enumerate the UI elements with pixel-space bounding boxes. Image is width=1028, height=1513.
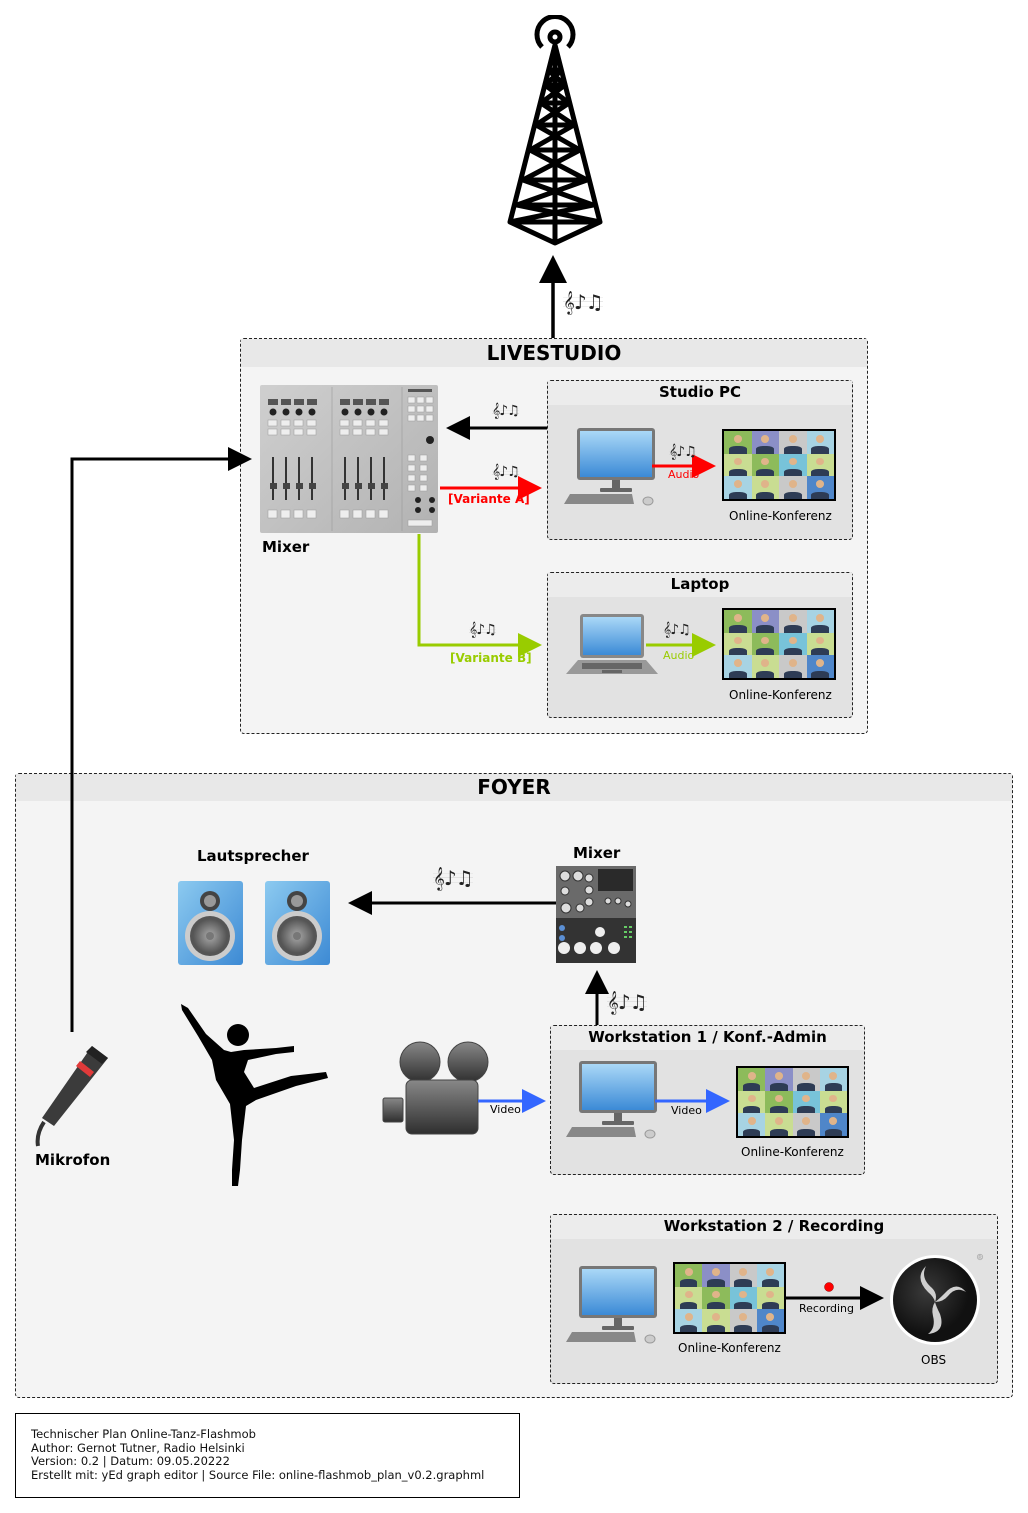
- title-block: Technischer Plan Online-Tanz-Flashmob Au…: [15, 1413, 520, 1498]
- studio-pc-conference-label: Online-Konferenz: [729, 509, 832, 523]
- recording-label: Recording: [799, 1302, 855, 1315]
- foyer-mixer-icon: [556, 866, 636, 963]
- speaker-right-icon: [265, 881, 330, 965]
- workstation2-title: Workstation 2 / Recording: [551, 1215, 997, 1239]
- music-notes-icon: 𝄞♪♫: [492, 403, 520, 419]
- workstation1-desktop-icon: [566, 1061, 657, 1139]
- obs-logo-icon: ®: [890, 1253, 984, 1345]
- workstation2-conference-label: Online-Konferenz: [678, 1341, 781, 1355]
- foyer-title: FOYER: [16, 774, 1012, 801]
- speaker-left-icon: [178, 881, 243, 965]
- music-notes-icon: 𝄞♪♫: [663, 622, 691, 638]
- studio-pc-audio-label: Audio: [668, 468, 700, 481]
- music-notes-icon: 𝄞♪♫: [563, 290, 604, 314]
- laptop-audio-label: Audio: [663, 649, 695, 662]
- title-block-line: Technischer Plan Online-Tanz-Flashmob: [31, 1427, 256, 1441]
- workstation1-video-label: Video: [671, 1104, 702, 1117]
- music-notes-icon: 𝄞♪♫: [492, 464, 520, 480]
- radio-tower-icon: [507, 15, 603, 246]
- speakers-label: Lautsprecher: [197, 847, 309, 865]
- workstation1-conference-label: Online-Konferenz: [741, 1145, 844, 1159]
- studio-pc-title: Studio PC: [548, 381, 852, 405]
- music-notes-icon: 𝄞♪♫: [469, 622, 497, 638]
- laptop-conference-image: [722, 608, 836, 680]
- variant-a-label: [Variante A]: [448, 492, 530, 506]
- studio-mixer-label: Mixer: [262, 538, 310, 556]
- title-block-line: Version: 0.2 | Datum: 09.05.20222: [31, 1454, 230, 1468]
- title-block-line: Author: Gernot Tutner, Radio Helsinki: [31, 1440, 245, 1455]
- studio-mixer-icon: [260, 385, 438, 533]
- workstation1-title: Workstation 1 / Konf.-Admin: [551, 1026, 864, 1050]
- livestudio-title: LIVESTUDIO: [241, 339, 867, 367]
- laptop-title: Laptop: [548, 573, 852, 597]
- video-camera-icon: [382, 1041, 489, 1135]
- music-notes-icon: 𝄞♪♫: [433, 866, 474, 890]
- workstation2-conference-image: [673, 1262, 786, 1334]
- music-notes-icon: 𝄞♪♫: [607, 990, 648, 1014]
- microphone-label: Mikrofon: [35, 1151, 111, 1169]
- music-notes-icon: 𝄞♪♫: [669, 444, 697, 460]
- foyer-mixer-label: Mixer: [573, 844, 621, 862]
- workstation2-desktop-icon: [566, 1266, 657, 1344]
- microphone-icon: [35, 1046, 108, 1147]
- workstation1-conference-image: [736, 1066, 849, 1138]
- title-block-line: Erstellt mit: yEd graph editor | Source …: [31, 1467, 485, 1482]
- laptop-conference-label: Online-Konferenz: [729, 688, 832, 702]
- studio-pc-desktop-icon: [564, 428, 655, 506]
- dancer-icon: [181, 1004, 328, 1186]
- obs-label: OBS: [921, 1353, 947, 1367]
- svg-text:®: ®: [976, 1253, 984, 1262]
- variant-b-label: [Variante B]: [450, 651, 532, 665]
- studio-pc-conference-image: [722, 429, 836, 501]
- camera-video-label: Video: [490, 1103, 521, 1116]
- laptop-icon: [566, 614, 658, 674]
